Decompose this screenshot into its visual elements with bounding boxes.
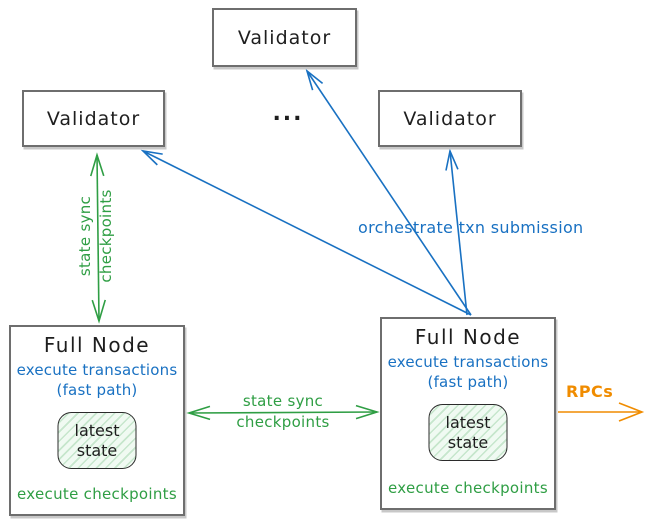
txn-submission-arrow-to-left-validator — [140, 149, 472, 316]
txn-submission-arrow-to-top-validator — [305, 68, 472, 316]
full-node-box-left: Full Node execute transactions (fast pat… — [9, 325, 185, 516]
execute-checkpoints-label: execute checkpoints — [17, 485, 177, 503]
execute-transactions-label: execute transactions (fast path) — [387, 353, 549, 391]
latest-state-box: latest state — [428, 404, 508, 461]
validator-label: Validator — [403, 107, 497, 130]
state-sync-arrow-vertical — [89, 152, 107, 324]
state-sync-checkpoints-label-horizontal: state sync checkpoints — [236, 392, 330, 431]
full-node-box-right: Full Node execute transactions (fast pat… — [380, 317, 556, 510]
txn-submission-arrow-to-right-validator — [445, 148, 468, 316]
validator-label: Validator — [46, 107, 141, 130]
execute-transactions-label: execute transactions (fast path) — [16, 361, 178, 399]
latest-state-box: latest state — [57, 412, 137, 469]
validator-box-right: Validator — [378, 90, 522, 147]
full-node-title: Full Node — [414, 325, 522, 349]
validator-box-left: Validator — [22, 90, 165, 147]
validator-box-top: Validator — [212, 8, 357, 67]
state-sync-checkpoints-label-vertical: state sync checkpoints — [76, 189, 115, 283]
state-sync-arrow-horizontal — [186, 404, 380, 421]
execute-checkpoints-label: execute checkpoints — [388, 479, 548, 497]
validator-label: Validator — [237, 26, 332, 49]
rpcs-label: RPCs — [566, 382, 614, 401]
full-node-title: Full Node — [43, 333, 151, 357]
more-validators-ellipsis: ... — [272, 101, 304, 126]
orchestrate-txn-submission-label: orchestrate txn submission — [358, 218, 584, 237]
